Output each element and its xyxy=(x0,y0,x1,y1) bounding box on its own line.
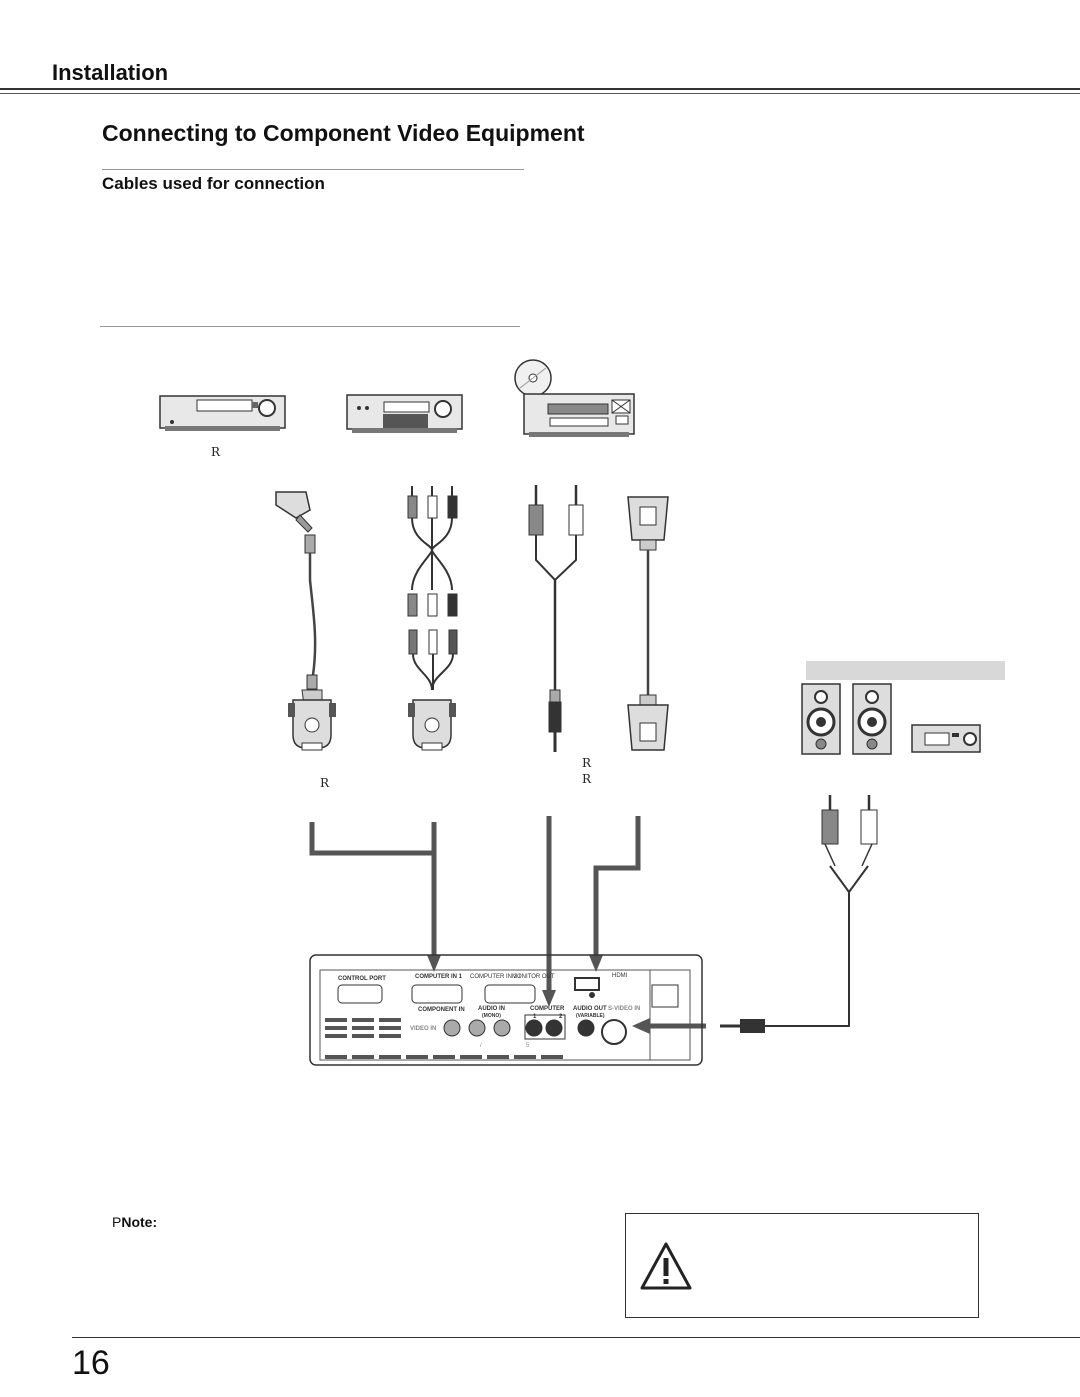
device-label: R xyxy=(211,445,221,459)
header-rule xyxy=(0,88,1080,90)
cables-heading: Cables used for connection xyxy=(102,174,325,193)
panel-5-label: 5 xyxy=(526,1043,530,1049)
page-number: 16 xyxy=(72,1344,110,1382)
port-1-label: 1 xyxy=(533,1014,537,1020)
arrowheads xyxy=(427,955,706,1034)
port-2-label: 2 xyxy=(559,1014,563,1020)
panel-labels: CONTROL PORT COMPUTER IN 1 COMPUTER IN 2… xyxy=(338,973,640,1049)
speaker-right-icon xyxy=(852,683,892,755)
header-rule-thin xyxy=(0,93,1080,94)
audio-cable-icon xyxy=(528,485,584,752)
heading-divider-top xyxy=(102,169,524,170)
note-heading: PNote: xyxy=(112,1214,157,1230)
footer-rule xyxy=(72,1337,1080,1338)
speaker-left-icon xyxy=(801,683,841,755)
audio-equipment-bar xyxy=(806,661,1005,680)
heading-divider-bottom xyxy=(100,326,520,327)
component-vga-cable-icon xyxy=(407,486,458,751)
scart-vga-cable-icon xyxy=(275,491,336,751)
s-video-in-label: S-VIDEO IN xyxy=(608,1006,640,1012)
cable-label-2: R xyxy=(582,756,592,770)
control-port-label: CONTROL PORT xyxy=(338,976,386,982)
computer-in-1-label: COMPUTER IN 1 xyxy=(415,974,463,980)
monitor-out-label: MONITOR OUT xyxy=(512,974,555,980)
vcr-device-icon xyxy=(159,395,286,431)
computer-in-2-label: COMPUTER IN 2 / xyxy=(470,974,521,980)
projector-panel xyxy=(309,954,703,1066)
cable-label-3: R xyxy=(582,772,592,786)
hdmi-cable-icon xyxy=(627,496,669,751)
audio-out-cable-icon xyxy=(720,795,878,1033)
note-marker: P xyxy=(112,1214,122,1230)
warning-icon xyxy=(640,1242,692,1290)
cable-label-1: R xyxy=(320,776,330,790)
video-disc-recorder-icon xyxy=(523,393,635,437)
audio-out-label: AUDIO OUT xyxy=(573,1006,607,1012)
connection-arrows xyxy=(309,816,641,995)
variable-label: (VARIABLE) xyxy=(576,1013,605,1019)
component-in-label: COMPONENT IN xyxy=(418,1007,465,1013)
video-in-label: VIDEO IN xyxy=(410,1026,436,1032)
caution-box xyxy=(625,1213,979,1318)
dvd-player-icon xyxy=(346,394,463,433)
computer-label: COMPUTER xyxy=(530,1006,565,1012)
audio-in-label: AUDIO IN xyxy=(478,1006,505,1012)
panel-slash-label: / xyxy=(480,1043,482,1049)
section-title: Installation xyxy=(52,60,169,85)
amplifier-icon xyxy=(911,724,981,753)
page-heading: Connecting to Component Video Equipment xyxy=(102,120,585,146)
mono-label: (MONO) xyxy=(482,1013,501,1019)
disc-icon xyxy=(514,359,552,397)
note-label: Note: xyxy=(121,1214,158,1230)
hdmi-label: HDMI xyxy=(612,973,628,979)
